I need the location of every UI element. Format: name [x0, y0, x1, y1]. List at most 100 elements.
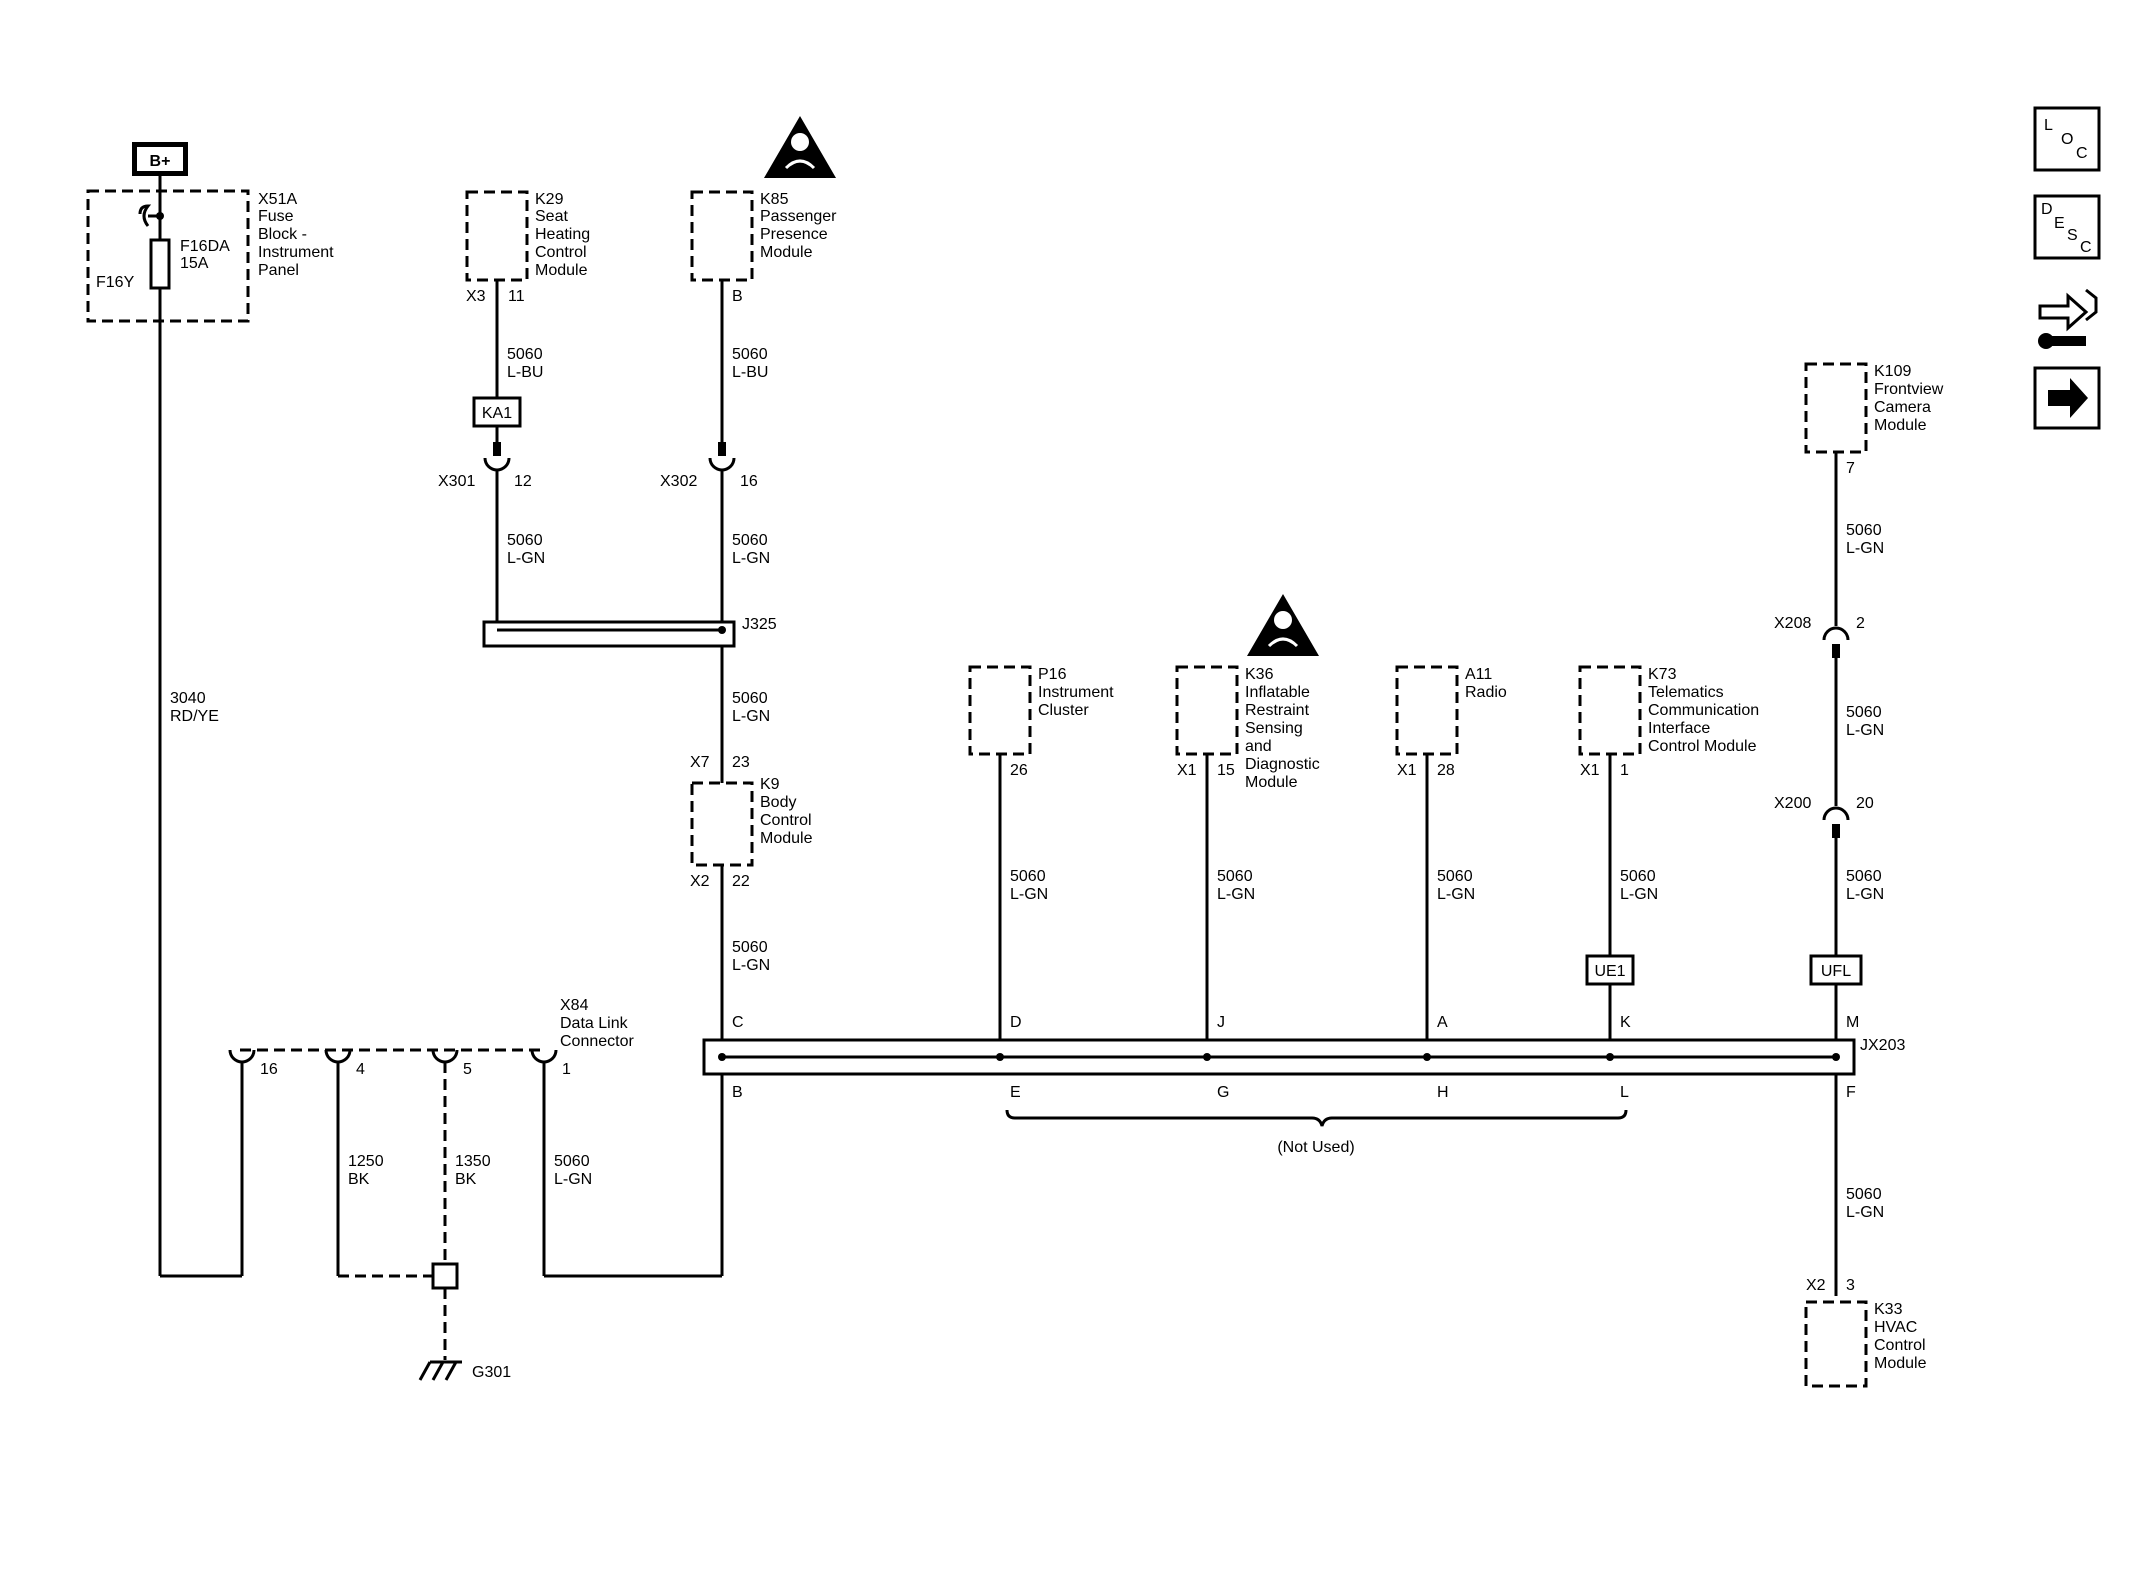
jx203-pin-h: H: [1437, 1084, 1449, 1101]
wire-k9-circuit: 5060: [732, 939, 768, 956]
splice-jx203-label: JX203: [1860, 1037, 1905, 1054]
p16-ref: P16: [1038, 666, 1067, 683]
a11-ref: A11: [1465, 666, 1492, 683]
fuse-block-name-3: Instrument: [258, 244, 334, 261]
location-button[interactable]: L O C: [2033, 106, 2101, 172]
wire-x301-circuit: 5060: [507, 532, 543, 549]
k36-name-5: Diagnostic: [1245, 756, 1320, 773]
x84-pin-1: 1: [562, 1061, 571, 1078]
jx203-pin-b: B: [732, 1084, 743, 1101]
wire-1250-circuit: 1250: [348, 1153, 384, 1170]
x208-ref: X208: [1774, 615, 1811, 632]
wire-x301-color: L-GN: [507, 550, 545, 567]
k33-ref: K33: [1874, 1301, 1903, 1318]
wire-k29-circuit: 5060: [507, 346, 543, 363]
loc-letter-c: C: [2076, 145, 2088, 162]
wire-a11-color: L-GN: [1437, 886, 1475, 903]
jx203-pin-m: M: [1846, 1014, 1859, 1031]
x301-ref: X301: [438, 473, 475, 490]
k36-name-3: Sensing: [1245, 720, 1303, 737]
wire-x200-color: L-GN: [1846, 886, 1884, 903]
fuse-block-x51a: [86, 189, 250, 323]
x302-ref: X302: [660, 473, 697, 490]
airbag-warning-icon: [1247, 594, 1319, 656]
k109-ref: K109: [1874, 363, 1911, 380]
p16-pin: 26: [1010, 762, 1028, 779]
x84-pin-5: 5: [463, 1061, 472, 1078]
k36-name-4: and: [1245, 738, 1272, 755]
jx203-pin-f: F: [1846, 1084, 1856, 1101]
wire-x208-color: L-GN: [1846, 722, 1884, 739]
x200-pin: 20: [1856, 795, 1874, 812]
desc-letter-c: C: [2080, 239, 2092, 256]
loc-letter-o: O: [2061, 131, 2073, 148]
jx203-pin-c: C: [732, 1014, 744, 1031]
a11-pin: 28: [1437, 762, 1455, 779]
wire-1350-color: BK: [455, 1171, 477, 1188]
a11-name-1: Radio: [1465, 684, 1507, 701]
x84-name-1: Data Link: [560, 1015, 629, 1032]
k9-module: [690, 781, 754, 867]
k109-pin: 7: [1846, 460, 1855, 477]
p16-module: [968, 665, 1032, 756]
desc-letter-e: E: [2054, 215, 2065, 232]
k9-ref: K9: [760, 776, 780, 793]
k85-name-2: Presence: [760, 226, 828, 243]
not-used-label: (Not Used): [1277, 1139, 1354, 1156]
fuse-pin: F16Y: [96, 274, 135, 291]
k36-connector: X1: [1177, 762, 1197, 779]
next-arrow-button[interactable]: [2033, 366, 2101, 430]
p16-name-2: Cluster: [1038, 702, 1089, 719]
fuse-block-name-2: Block -: [258, 226, 307, 243]
k9-name-2: Control: [760, 812, 812, 829]
splice-pack-jx203: [702, 1038, 1856, 1076]
splice-pack-j325: [482, 620, 736, 648]
k9-connector-bottom: X2: [690, 873, 710, 890]
k9-name-3: Module: [760, 830, 813, 847]
jx203-junction-dots: [718, 1053, 1840, 1061]
k29-name-3: Control: [535, 244, 587, 261]
splice-ufl-label: UFL: [1821, 963, 1851, 980]
k85-pin: B: [732, 288, 743, 305]
p16-name-1: Instrument: [1038, 684, 1114, 701]
fuse-block-name-4: Panel: [258, 262, 299, 279]
k9-connector-top: X7: [690, 754, 710, 771]
k9-name-1: Body: [760, 794, 796, 811]
fuse-block-ref: X51A: [258, 191, 297, 208]
k29-module: [465, 190, 529, 282]
splice-ue1: [1585, 954, 1635, 986]
x200-ref: X200: [1774, 795, 1811, 812]
wire-k85-color: L-BU: [732, 364, 768, 381]
connector-tool-icon[interactable]: [2038, 288, 2098, 349]
wire-p16-circuit: 5060: [1010, 868, 1046, 885]
wire-k85-circuit: 5060: [732, 346, 768, 363]
k36-name-1: Inflatable: [1245, 684, 1310, 701]
k109-module: [1804, 362, 1868, 454]
k29-name-4: Module: [535, 262, 588, 279]
x301-pin: 12: [514, 473, 532, 490]
jx203-pin-l: L: [1620, 1084, 1629, 1101]
k36-pin: 15: [1217, 762, 1235, 779]
k85-name-1: Passenger: [760, 208, 837, 225]
wire-a11-circuit: 5060: [1437, 868, 1473, 885]
wire-k29-color: L-BU: [507, 364, 543, 381]
wire-k73-circuit: 5060: [1620, 868, 1656, 885]
jx203-pin-g: G: [1217, 1084, 1229, 1101]
k85-name-3: Module: [760, 244, 813, 261]
k109-name-3: Module: [1874, 417, 1927, 434]
k73-ref: K73: [1648, 666, 1677, 683]
wire-j325-circuit: 5060: [732, 690, 768, 707]
splice-j325-label: J325: [742, 616, 777, 633]
wire-1250-color: BK: [348, 1171, 370, 1188]
x84-pin-16: 16: [260, 1061, 278, 1078]
wire-k109-circuit: 5060: [1846, 522, 1882, 539]
a11-connector: X1: [1397, 762, 1417, 779]
jx203-pin-k: K: [1620, 1014, 1631, 1031]
k29-connector: X3: [466, 288, 486, 305]
k9-pin-top: 23: [732, 754, 750, 771]
loc-letter-l: L: [2044, 117, 2053, 134]
wire-1350-circuit: 1350: [455, 1153, 491, 1170]
description-button[interactable]: D E S C: [2033, 194, 2101, 260]
wire-k73-color: L-GN: [1620, 886, 1658, 903]
